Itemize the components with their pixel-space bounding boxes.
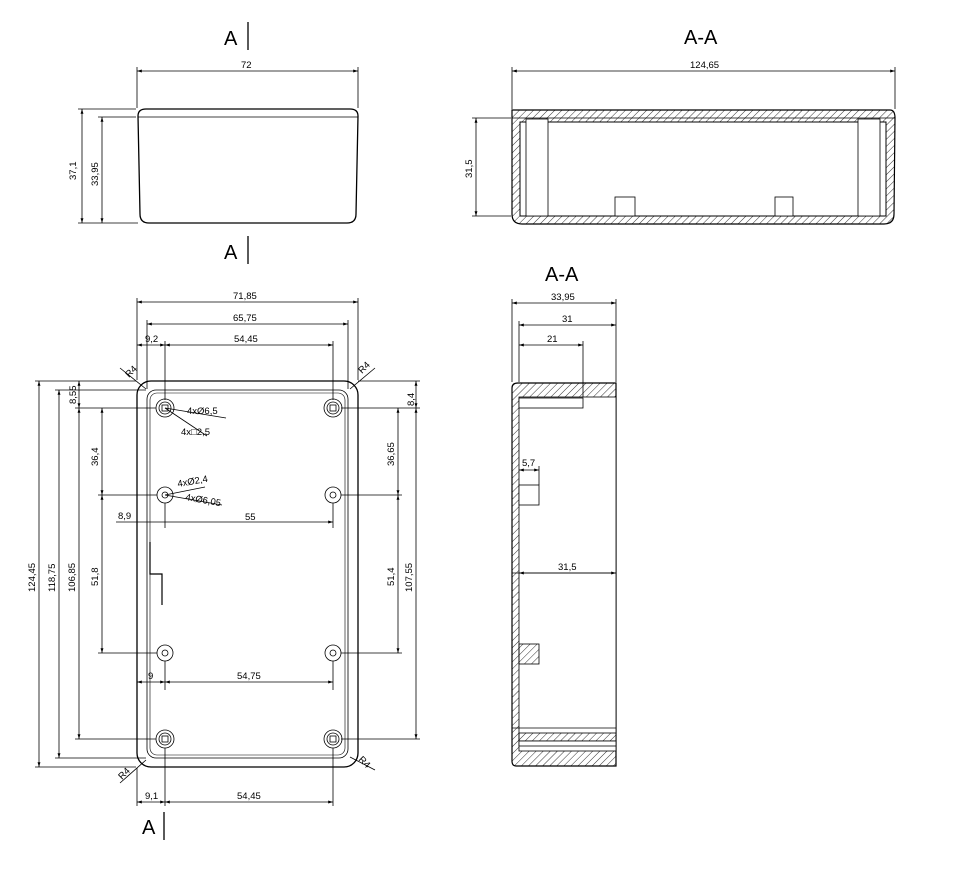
side-section-view — [472, 67, 896, 225]
dim-label: 31,5 — [464, 160, 475, 179]
mount-holes — [155, 398, 343, 749]
dim-label: 54,45 — [237, 791, 261, 802]
hole-label: 4xØ2,4 — [177, 474, 209, 490]
dim-label: 5,7 — [522, 458, 535, 469]
dim-label: 36,4 — [90, 448, 101, 467]
dim-label: 124,45 — [27, 563, 38, 592]
front-view — [78, 67, 359, 224]
section-cut-marks — [163, 22, 249, 840]
dim-label: 36,65 — [386, 442, 397, 466]
radius-label: R4 — [356, 360, 372, 376]
top-view — [35, 298, 420, 806]
dim-label: 31 — [562, 314, 573, 325]
dim-label: 118,75 — [47, 564, 58, 592]
dim-label: 71,85 — [233, 291, 257, 302]
dim-label: 51,4 — [386, 568, 397, 587]
dim-label: 9 — [148, 671, 153, 682]
section-title: A-A — [545, 264, 579, 286]
radius-label: R4 — [116, 766, 132, 782]
hole-label: 4xØ6,5 — [187, 406, 218, 417]
dim-label: 8,4 — [406, 393, 417, 406]
dim-label: 9,1 — [145, 791, 158, 802]
hole-label: 4xØ6,05 — [184, 492, 221, 509]
dim-label: 124,65 — [690, 60, 719, 71]
section-label: A — [142, 817, 156, 839]
dim-label: 21 — [547, 334, 558, 345]
dim-label: 54,75 — [237, 671, 261, 682]
radius-label: R4 — [356, 754, 372, 770]
dim-label: 31,5 — [558, 562, 577, 573]
dim-label: 9,2 — [145, 334, 158, 345]
end-section-view — [511, 299, 617, 767]
dim-label: 106,85 — [67, 563, 78, 592]
section-title: A-A — [684, 27, 718, 49]
dim-label: 51,8 — [90, 568, 101, 587]
hole-label: 4x□2,5 — [181, 427, 210, 438]
dim-label: 55 — [245, 512, 256, 523]
section-label: A — [224, 28, 238, 50]
dim-label: 33,95 — [551, 292, 575, 303]
dim-label: 54,45 — [234, 334, 258, 345]
section-label: A — [224, 242, 238, 264]
labels: A A A A-A A-A 72 37,1 33,95 124,65 31,5 … — [27, 27, 719, 839]
dim-label: 33,95 — [90, 162, 101, 186]
dim-label: 107,55 — [404, 563, 415, 592]
dim-label: 8,55 — [68, 386, 79, 405]
dim-label: 37,1 — [68, 162, 79, 181]
dim-label: 72 — [241, 60, 252, 71]
dim-label: 8,9 — [118, 511, 131, 522]
dim-label: 65,75 — [233, 313, 257, 324]
